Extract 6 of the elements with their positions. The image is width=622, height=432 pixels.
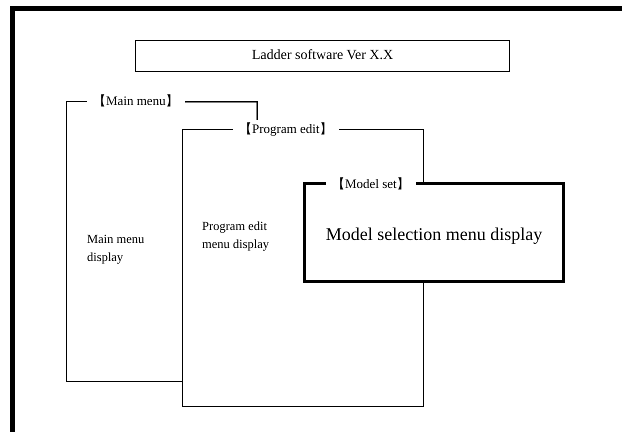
window-title: 【Program edit】 — [233, 120, 339, 138]
window-title: 【Model set】 — [326, 174, 416, 192]
title-box: Ladder software Ver X.X — [135, 40, 510, 72]
window-text: Program edit menu display — [202, 218, 270, 253]
window-text: Model selection menu display — [324, 223, 544, 246]
window-text: Main menu display — [87, 231, 146, 266]
